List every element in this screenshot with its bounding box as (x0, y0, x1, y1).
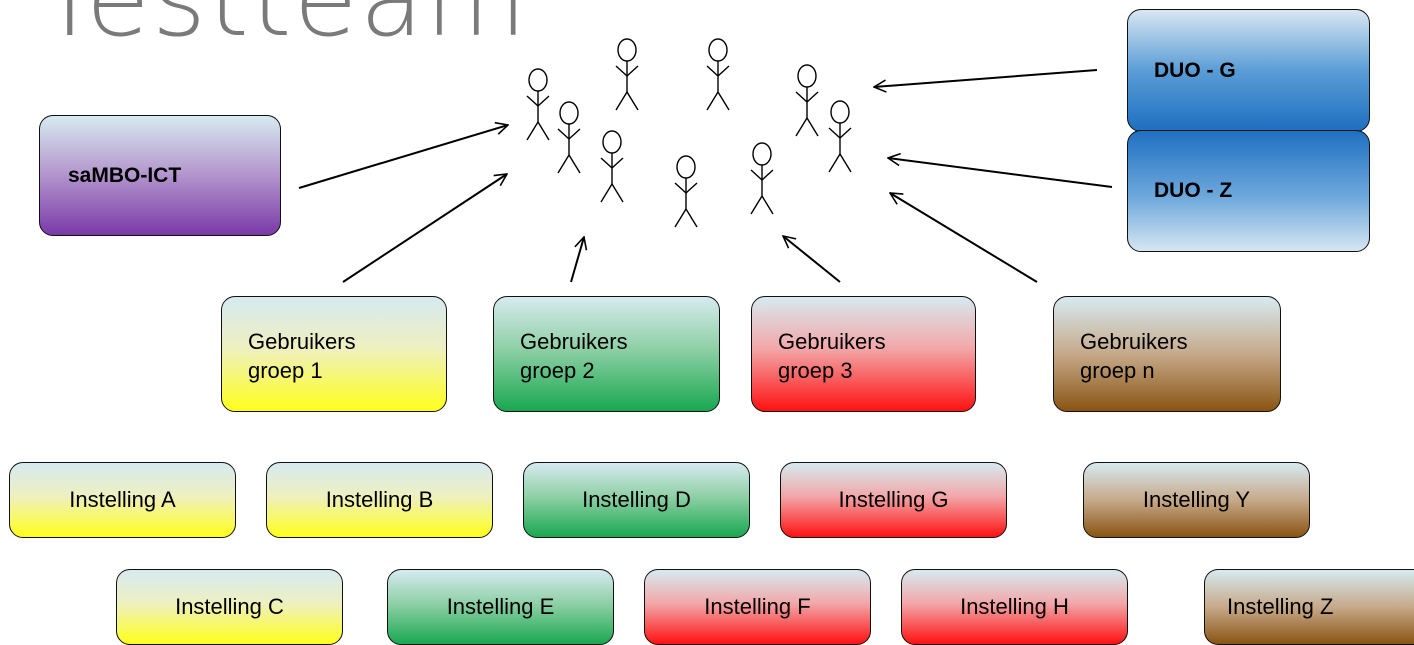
arrow-groep-1 (342, 174, 507, 283)
duo-g-label: DUO - G (1154, 58, 1236, 82)
instelling-box: Instelling A (9, 462, 236, 538)
tester-figure (750, 142, 774, 215)
instelling-box: Instelling Z (1204, 569, 1414, 645)
instelling-box: Instelling D (523, 462, 750, 538)
group-label-line2: groep n (1080, 358, 1155, 383)
tester-figure (557, 101, 581, 174)
gebruikers-groep-1-box: Gebruikers groep 1 (221, 296, 447, 412)
instelling-label: Instelling H (960, 594, 1069, 619)
tester-figure (600, 130, 624, 203)
duo-z-label: DUO - Z (1154, 179, 1233, 202)
instelling-box: Instelling H (901, 569, 1128, 645)
group-label-line1: Gebruikers (1080, 329, 1188, 354)
arrow-groep-n (890, 193, 1038, 283)
instelling-box: Instelling C (116, 569, 343, 645)
tester-figure (706, 38, 730, 111)
tester-figure (526, 68, 550, 141)
instelling-label: Instelling B (325, 487, 434, 512)
instelling-label: Instelling Y (1142, 487, 1251, 512)
instelling-box: Instelling B (266, 462, 493, 538)
instelling-box: Instelling Y (1083, 462, 1310, 538)
instelling-box: Instelling G (780, 462, 1007, 538)
sambo-ict-box: saMBO-ICT (39, 115, 281, 236)
page-title: Testteam (38, 0, 529, 60)
instelling-label: Instelling Z (1227, 594, 1334, 619)
tester-figure (674, 155, 698, 228)
testers-group (526, 38, 852, 228)
instelling-label: Instelling C (175, 594, 284, 619)
instelling-label: Instelling E (446, 594, 555, 619)
duo-g-box: DUO - G (1127, 9, 1370, 132)
group-label-line1: Gebruikers (520, 329, 628, 354)
instelling-label: Instelling D (582, 487, 691, 512)
tester-figure (615, 38, 639, 111)
arrow-groep-3 (783, 236, 841, 283)
group-label-line1: Gebruikers (248, 329, 356, 354)
arrow-groep-2 (570, 237, 584, 283)
group-label-line2: groep 1 (248, 358, 323, 383)
instelling-label: Instelling F (704, 594, 811, 619)
duo-z-box: DUO - Z (1127, 130, 1370, 252)
arrow-duo-g (874, 69, 1098, 87)
sambo-ict-label: saMBO-ICT (68, 163, 182, 187)
instelling-label: Instelling A (69, 487, 176, 512)
gebruikers-groep-n-box: Gebruikers groep n (1053, 296, 1281, 412)
tester-figure (795, 64, 819, 137)
gebruikers-groep-3-box: Gebruikers groep 3 (751, 296, 976, 412)
group-label-line2: groep 2 (520, 358, 595, 383)
tester-figure (828, 100, 852, 173)
group-label-line2: groep 3 (778, 358, 853, 383)
instelling-box: Instelling E (387, 569, 614, 645)
instelling-box: Instelling F (644, 569, 871, 645)
arrow-duo-z (888, 158, 1113, 188)
gebruikers-groep-2-box: Gebruikers groep 2 (493, 296, 720, 412)
instelling-label: Instelling G (838, 487, 949, 512)
arrow-sambo (298, 125, 508, 189)
group-label-line1: Gebruikers (778, 329, 886, 354)
